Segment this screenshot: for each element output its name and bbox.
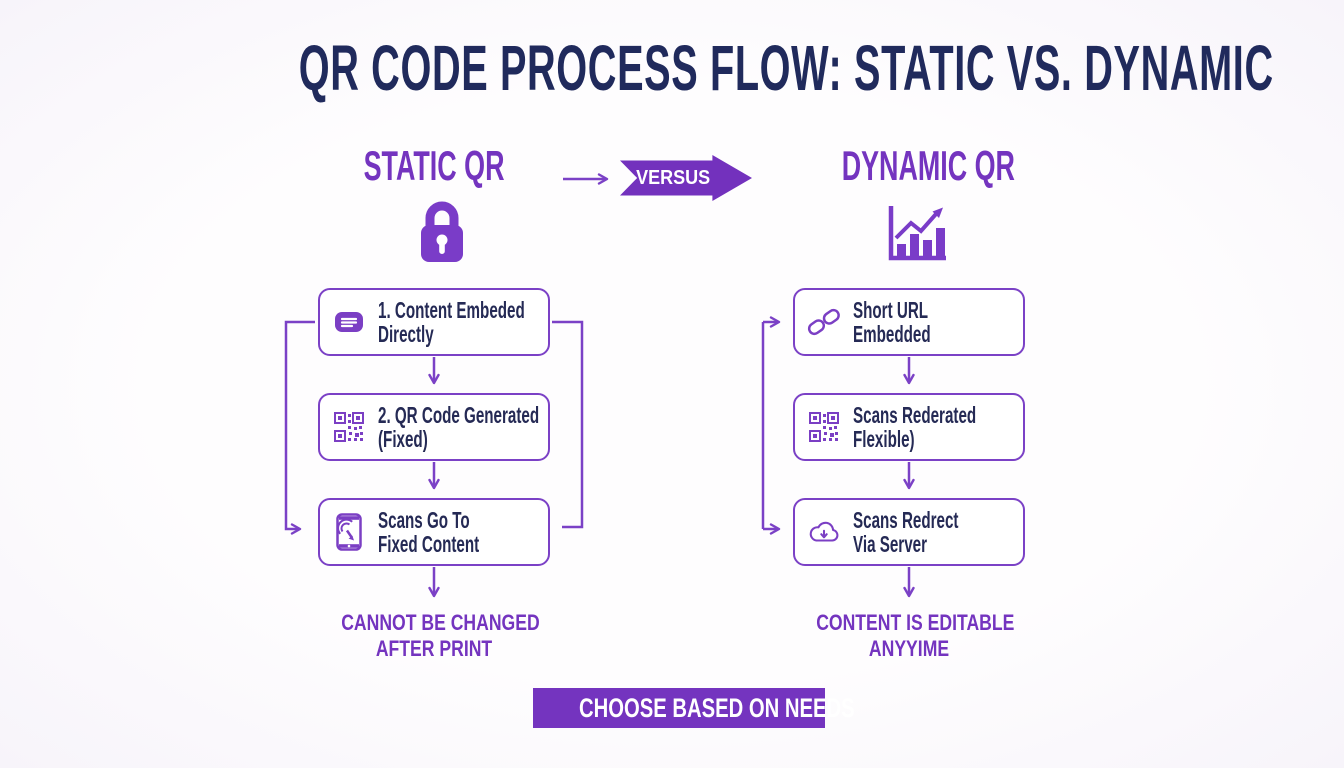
page-title-text: QR CODE PROCESS FLOW: STATIC VS. DYNAMIC <box>298 32 1274 104</box>
qr-code-icon <box>332 412 366 442</box>
lock-icon <box>412 198 472 271</box>
phone-tap-icon <box>332 513 366 551</box>
trend-chart-icon <box>884 204 948 269</box>
choose-banner-label: CHOOSE BASED ON NEEDS <box>578 693 855 723</box>
step-line: 2. QR Code Generated <box>378 402 540 428</box>
step-line: Fixed Content <box>378 531 480 557</box>
qr-code-icon <box>807 412 841 442</box>
dynamic-step-2: Scans Rederated Flexible) <box>793 393 1025 461</box>
step-line: Scans Redrect <box>853 507 959 533</box>
static-step-3: Scans Go To Fixed Content <box>318 498 550 566</box>
static-caption: CANNOT BE CHANGED AFTER PRINT <box>318 610 550 662</box>
static-header-text: STATIC QR <box>363 142 505 189</box>
step-line: Embedded <box>853 321 931 347</box>
dynamic-step-1: Short URL Embedded <box>793 288 1025 356</box>
static-left-loop <box>284 320 315 535</box>
static-step-1: 1. Content Embeded Directly <box>318 288 550 356</box>
static-caption-line1: CANNOT BE CHANGED <box>341 610 540 635</box>
static-right-loop <box>552 320 584 529</box>
step-line: Directly <box>378 321 434 347</box>
dynamic-column-header: DYNAMIC QR <box>793 145 1025 197</box>
step-line: Flexible) <box>853 426 915 452</box>
versus-label: VERSUS <box>635 167 711 189</box>
versus-ribbon: VERSUS <box>620 155 752 201</box>
static-step-2: 2. QR Code Generated (Fixed) <box>318 393 550 461</box>
message-lines-icon <box>332 310 366 334</box>
versus-ribbon-body: VERSUS <box>620 155 752 201</box>
static-step-3-text: Scans Go To Fixed Content <box>378 508 479 556</box>
dynamic-step-1-text: Short URL Embedded <box>853 298 931 346</box>
static-step-1-text: 1. Content Embeded Directly <box>378 298 525 346</box>
choose-banner: CHOOSE BASED ON NEEDS <box>533 688 855 728</box>
step-line: Via Server <box>853 531 928 557</box>
dynamic-header-text: DYNAMIC QR <box>841 142 1015 189</box>
cloud-download-icon <box>807 516 841 548</box>
static-column-header: STATIC QR <box>318 145 550 197</box>
step-line: Scans Go To <box>378 507 470 533</box>
step-line: (Fixed) <box>378 426 428 452</box>
step-line: 1. Content Embeded <box>378 297 525 323</box>
dynamic-caption-line1: CONTENT IS EDITABLE <box>816 610 1015 635</box>
dynamic-step-2-text: Scans Rederated Flexible) <box>853 403 976 451</box>
page-title: QR CODE PROCESS FLOW: STATIC VS. DYNAMIC <box>0 36 1344 118</box>
step-line: Scans Rederated <box>853 402 977 428</box>
dynamic-step-3-text: Scans Redrect Via Server <box>853 508 958 556</box>
static-step-2-text: 2. QR Code Generated (Fixed) <box>378 403 539 451</box>
step-line: Short URL <box>853 297 929 323</box>
dynamic-caption-line2: ANYYIME <box>868 636 950 661</box>
static-caption-line2: AFTER PRINT <box>375 636 493 661</box>
link-icon <box>807 307 841 337</box>
dynamic-caption: CONTENT IS EDITABLE ANYYIME <box>793 610 1025 662</box>
dynamic-step-3: Scans Redrect Via Server <box>793 498 1025 566</box>
